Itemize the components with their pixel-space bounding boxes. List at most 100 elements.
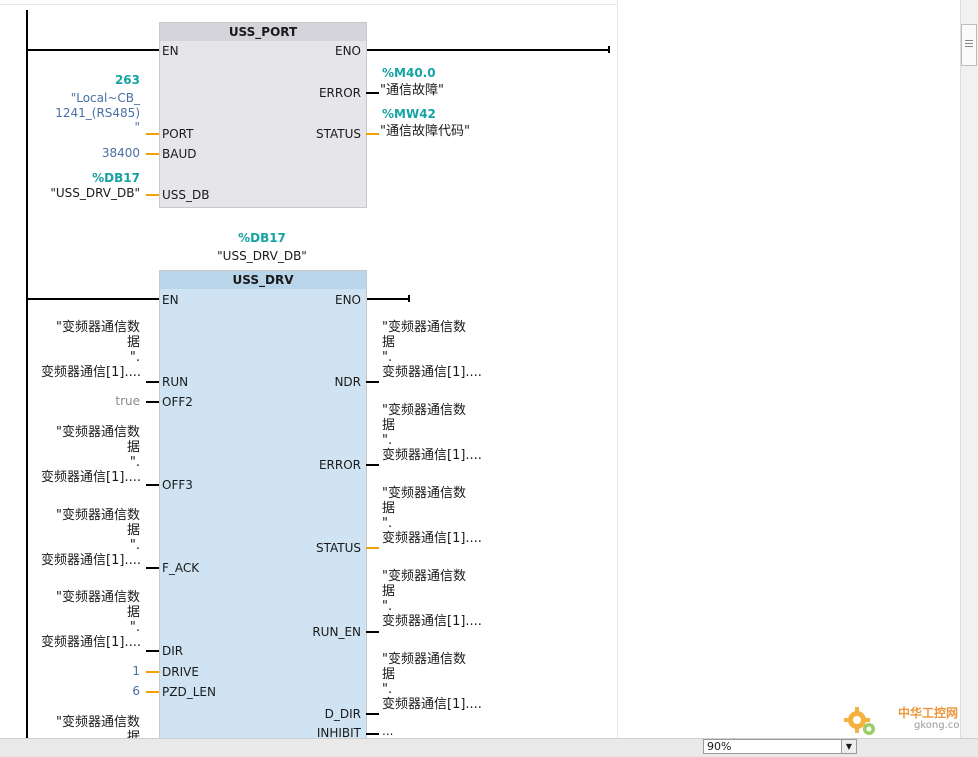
drv-instance-symbol[interactable]: "USS_DRV_DB" <box>217 249 307 263</box>
run-operand-l1[interactable]: "变频器通信数 <box>56 320 140 335</box>
baud-pin-line <box>146 153 159 155</box>
pin-error[interactable]: ERROR <box>318 458 361 472</box>
run-en-operand-l2[interactable]: 据 <box>382 584 396 599</box>
status-operand-l1[interactable]: "变频器通信数 <box>382 486 466 501</box>
status-operand-l4[interactable]: 变频器通信[1].... <box>382 531 482 546</box>
off3-operand-l3[interactable]: ". <box>129 455 140 470</box>
pin-off3[interactable]: OFF3 <box>162 478 193 492</box>
error-address[interactable]: %M40.0 <box>382 66 436 80</box>
pin-inhibit[interactable]: INHIBIT <box>316 726 361 740</box>
run-en-operand-l3[interactable]: ". <box>382 599 393 614</box>
drive-value[interactable]: 1 <box>132 664 140 678</box>
pin-run[interactable]: RUN <box>162 375 189 389</box>
dir-pin-line <box>146 650 159 652</box>
pin-eno[interactable]: ENO <box>334 44 361 58</box>
uss-db-symbol[interactable]: "USS_DRV_DB" <box>50 186 140 200</box>
d-dir-pin-line <box>366 713 379 715</box>
pin-ndr[interactable]: NDR <box>334 375 361 389</box>
f-ack-operand-l1[interactable]: "变频器通信数 <box>56 508 140 523</box>
pin-baud[interactable]: BAUD <box>162 147 197 161</box>
pin-off2[interactable]: OFF2 <box>162 395 193 409</box>
drv-eno-wire <box>365 298 409 300</box>
run-en-operand-l4[interactable]: 变频器通信[1].... <box>382 614 482 629</box>
pin-d-dir[interactable]: D_DIR <box>324 707 361 721</box>
scrollbar-thumb[interactable] <box>961 24 977 66</box>
pin-eno[interactable]: ENO <box>334 293 361 307</box>
f-ack-operand-l2[interactable]: 据 <box>126 523 140 538</box>
dir-operand-l3[interactable]: ". <box>129 620 140 635</box>
port-symbol-line3[interactable]: " <box>134 120 140 134</box>
d-dir-operand-l2[interactable]: 据 <box>382 667 396 682</box>
ndr-operand-l2[interactable]: 据 <box>382 335 396 350</box>
dir-operand-l2[interactable]: 据 <box>126 605 140 620</box>
en-wire <box>26 49 159 51</box>
pin-error[interactable]: ERROR <box>318 86 361 100</box>
watermark-brand: 中华工控网 <box>898 706 959 720</box>
pzd-len-value[interactable]: 6 <box>132 684 140 698</box>
pin-en[interactable]: EN <box>162 293 179 307</box>
off3-operand-l4[interactable]: 变频器通信[1].... <box>41 470 141 485</box>
dropdown-arrow-icon[interactable]: ▼ <box>841 740 856 753</box>
pin-pzd-len[interactable]: PZD_LEN <box>162 685 216 699</box>
left-power-rail <box>26 10 28 750</box>
watermark-domain: gkong.com <box>914 720 970 731</box>
zoom-select[interactable]: 90% ▼ <box>703 739 857 754</box>
gear-watermark-icon <box>844 707 875 735</box>
f-ack-operand-l4[interactable]: 变频器通信[1].... <box>41 553 141 568</box>
inhibit-operand[interactable]: ... <box>382 724 394 738</box>
error-operand-l4[interactable]: 变频器通信[1].... <box>382 448 482 463</box>
off3-operand-l1[interactable]: "变频器通信数 <box>56 425 140 440</box>
watermark: 中华工控网 gkong.com <box>842 702 970 736</box>
off3-pin-line <box>146 484 159 486</box>
pin-status[interactable]: STATUS <box>315 541 361 555</box>
dir-operand-l4[interactable]: 变频器通信[1].... <box>41 635 141 650</box>
uss-port-block[interactable]: USS_PORT <box>159 22 367 208</box>
uss-db-address[interactable]: %DB17 <box>92 171 140 185</box>
uss-drv-block[interactable]: USS_DRV <box>159 270 367 752</box>
pin-drive[interactable]: DRIVE <box>162 665 199 679</box>
off3-operand-l2[interactable]: 据 <box>126 440 140 455</box>
pin-port[interactable]: PORT <box>162 127 194 141</box>
status-address[interactable]: %MW42 <box>382 107 436 121</box>
ndr-operand-l3[interactable]: ". <box>382 350 393 365</box>
run-operand-l2[interactable]: 据 <box>126 335 140 350</box>
dir-operand-l1[interactable]: "变频器通信数 <box>56 590 140 605</box>
error-pin-line <box>366 92 379 94</box>
ndr-operand-l4[interactable]: 变频器通信[1].... <box>382 365 482 380</box>
status-operand-l3[interactable]: ". <box>382 516 393 531</box>
baud-value[interactable]: 38400 <box>101 146 140 160</box>
error-symbol[interactable]: "通信故障" <box>380 83 444 98</box>
error-operand-l3[interactable]: ". <box>382 433 393 448</box>
drv-instance-address[interactable]: %DB17 <box>238 231 286 245</box>
error-pin-line <box>366 464 379 466</box>
status-pin-line <box>366 547 379 549</box>
pin-uss-db[interactable]: USS_DB <box>162 188 210 202</box>
pin-f-ack[interactable]: F_ACK <box>162 561 200 575</box>
pin-run-en[interactable]: RUN_EN <box>312 625 361 639</box>
d-dir-operand-l4[interactable]: 变频器通信[1].... <box>382 697 482 712</box>
d-dir-operand-l3[interactable]: ". <box>382 682 393 697</box>
run-en-operand-l1[interactable]: "变频器通信数 <box>382 569 466 584</box>
ndr-operand-l1[interactable]: "变频器通信数 <box>382 320 466 335</box>
d-dir-operand-l1[interactable]: "变频器通信数 <box>382 652 466 667</box>
wire-end-tick <box>608 46 610 53</box>
vertical-scrollbar[interactable] <box>960 0 978 738</box>
off2-pin-line <box>146 401 159 403</box>
pin-dir[interactable]: DIR <box>162 644 184 658</box>
run-operand-l3[interactable]: ". <box>129 350 140 365</box>
block-title: USS_DRV <box>160 271 366 289</box>
pin-en[interactable]: EN <box>162 44 179 58</box>
off2-value[interactable]: true <box>115 394 140 408</box>
status-operand-l2[interactable]: 据 <box>382 501 396 516</box>
status-symbol[interactable]: "通信故障代码" <box>380 124 470 139</box>
f-ack-operand-l3[interactable]: ". <box>129 538 140 553</box>
port-symbol-line1[interactable]: "Local~CB_ <box>70 91 140 105</box>
port-symbol-line2[interactable]: 1241_(RS485) <box>55 106 140 120</box>
pin-status[interactable]: STATUS <box>315 127 361 141</box>
drive-pin-line <box>146 671 159 673</box>
error-operand-l1[interactable]: "变频器通信数 <box>382 403 466 418</box>
next-operand-l1[interactable]: "变频器通信数 <box>56 715 140 730</box>
port-address[interactable]: 263 <box>114 73 140 87</box>
run-operand-l4[interactable]: 变频器通信[1].... <box>41 365 141 380</box>
error-operand-l2[interactable]: 据 <box>382 418 396 433</box>
